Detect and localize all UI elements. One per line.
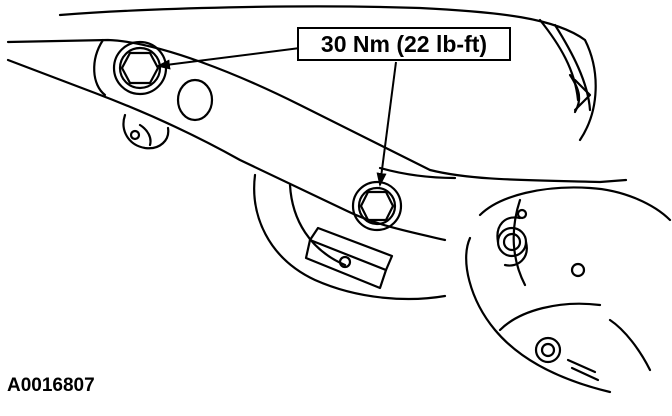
upper-bolt: [112, 40, 168, 96]
figure-id-label: A0016807: [7, 375, 95, 396]
leader-arrow-lower-bolt: [376, 61, 397, 187]
left-clip: [122, 113, 170, 150]
right-mounting-plate: [465, 186, 672, 394]
spring-bracket: [568, 73, 592, 114]
bracket-tab: [304, 226, 394, 290]
upper-housing: [58, 5, 597, 142]
coil-spring: [496, 208, 528, 267]
arm-hole: [176, 78, 214, 122]
leader-arrow-upper-bolt: [156, 47, 301, 70]
hub-holes: [534, 262, 652, 382]
torque-leader-lines: [156, 47, 397, 187]
support-arm: [6, 38, 628, 242]
lower-drum: [253, 173, 447, 301]
torque-callout: 30 Nm (22 lb-ft): [297, 27, 511, 61]
